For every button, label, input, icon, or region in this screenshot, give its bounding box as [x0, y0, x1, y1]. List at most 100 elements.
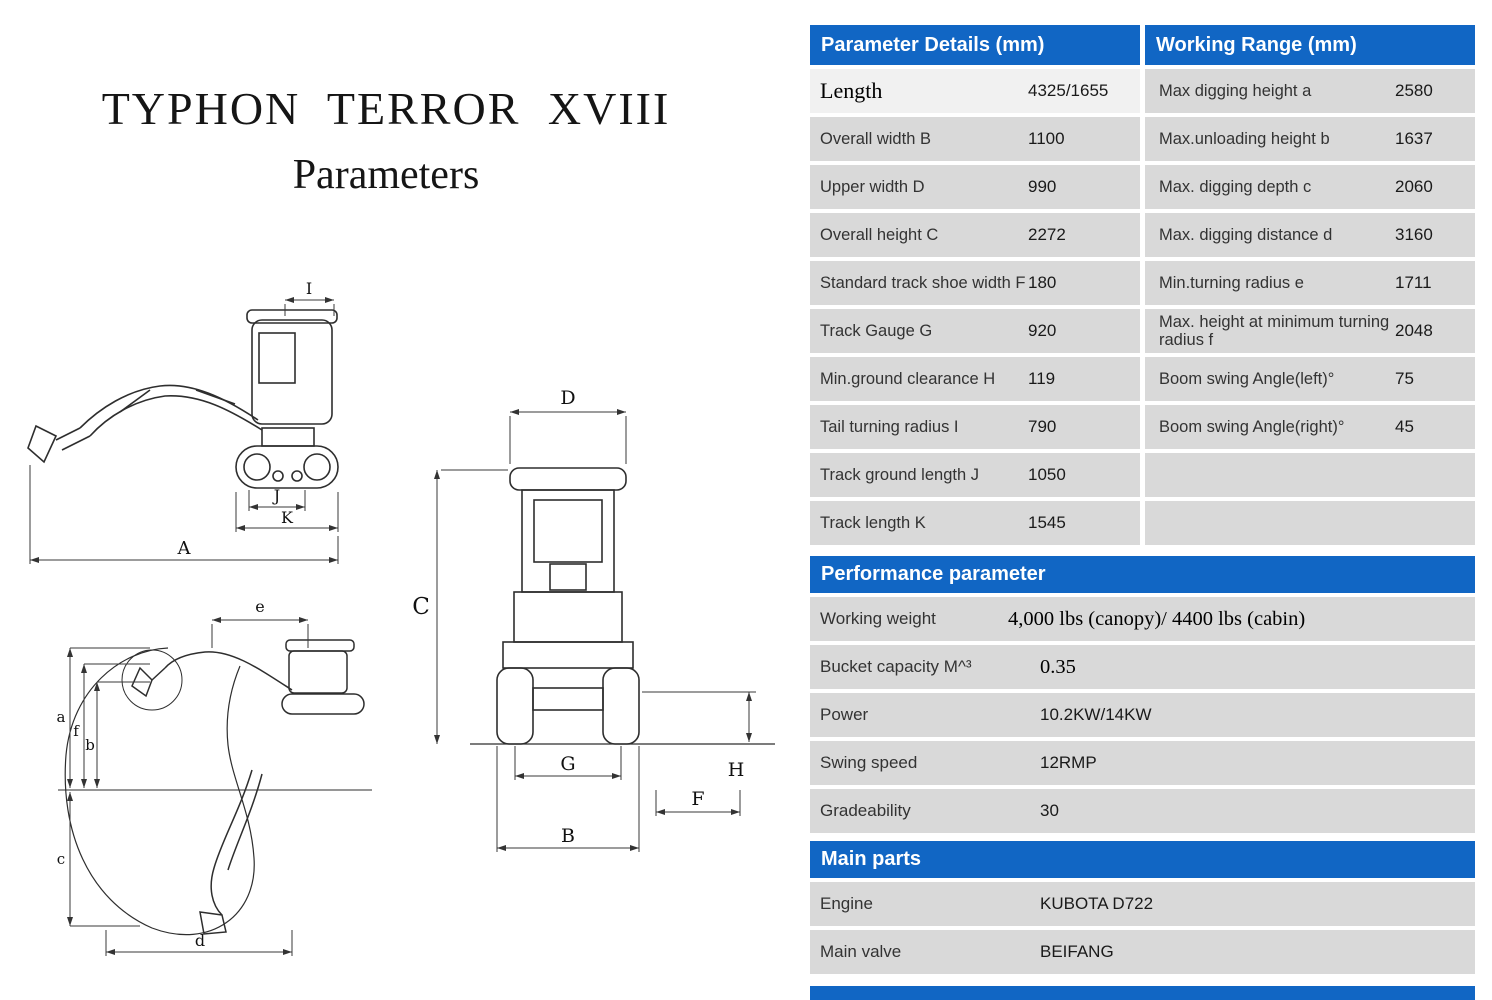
param-label: Tail turning radius I: [820, 417, 959, 436]
param-label: Gradeability: [820, 801, 911, 820]
cell-max-digging-depth: Max. digging depth c 2060: [1145, 165, 1475, 209]
cell-ground-clearance: Min.ground clearance H 119: [810, 357, 1140, 401]
dim-label-C: C: [412, 594, 430, 620]
table-row: Overall height C 2272 Max. digging dista…: [810, 213, 1475, 257]
table-row: Swing speed 12RMP: [810, 741, 1475, 785]
param-value: 45: [1395, 417, 1414, 436]
page-title: TYPHON TERROR XVIII Parameters: [30, 82, 742, 199]
dim-label-B: B: [561, 825, 575, 847]
param-value: 75: [1395, 369, 1414, 388]
param-label: Max. digging distance d: [1159, 225, 1333, 244]
param-value: 4,000 lbs (canopy)/ 4400 lbs (cabin): [1008, 607, 1306, 630]
header-working-range: Working Range (mm): [1145, 25, 1475, 65]
dim-label-e: e: [255, 597, 264, 616]
param-label: Boom swing Angle(left)°: [1159, 369, 1335, 388]
main-parts-header: Main parts: [810, 841, 1475, 878]
param-value: 1711: [1395, 273, 1432, 292]
cell-max-height-min-turning: Max. height at minimum turning radius f …: [1145, 309, 1475, 353]
table-row: Length 4325/1655 Max digging height a 25…: [810, 69, 1475, 113]
dim-label-G: G: [560, 753, 575, 775]
table-row: Upper width D 990 Max. digging depth c 2…: [810, 165, 1475, 209]
dim-label-I: I: [306, 279, 312, 298]
param-value: 3160: [1395, 225, 1433, 244]
param-value: KUBOTA D722: [1040, 894, 1154, 913]
dim-label-K: K: [281, 508, 294, 527]
param-value: 920: [1028, 321, 1057, 340]
param-value: 790: [1028, 417, 1057, 436]
param-label: Max. digging depth c: [1159, 177, 1312, 196]
param-label: Length: [820, 77, 883, 103]
performance-header: Performance parameter: [810, 556, 1475, 593]
param-value: 1050: [1028, 465, 1066, 484]
param-value: 12RMP: [1040, 753, 1097, 772]
cell-upper-width: Upper width D 990: [810, 165, 1140, 209]
param-label: Overall width B: [820, 129, 931, 148]
performance-table: Performance parameter Working weight 4,0…: [810, 556, 1475, 833]
param-label: Standard track shoe width F: [820, 273, 1026, 292]
table-row: Power 10.2KW/14KW: [810, 693, 1475, 737]
table-row: Track length K 1545: [810, 501, 1475, 545]
dim-label-F: F: [691, 788, 704, 810]
param-value: 990: [1028, 177, 1057, 196]
param-label: Main valve: [820, 942, 902, 961]
cell-max-unloading-height: Max.unloading height b 1637: [1145, 117, 1475, 161]
cell-length: Length 4325/1655: [810, 69, 1140, 113]
table-row: Gradeability 30: [810, 789, 1475, 833]
table-row: Standard track shoe width F 180 Min.turn…: [810, 261, 1475, 305]
cell-overall-height: Overall height C 2272: [810, 213, 1140, 257]
bottom-accent-bar: [810, 986, 1475, 1000]
dim-label-J: J: [272, 486, 280, 505]
main-parts-table: Main parts Engine KUBOTA D722 Main valve…: [810, 841, 1475, 974]
dim-label-a: a: [57, 708, 66, 726]
param-value: 1545: [1028, 513, 1066, 532]
table-row: Track ground length J 1050: [810, 453, 1475, 497]
dim-label-A: A: [177, 538, 192, 559]
param-label: Max digging height a: [1159, 81, 1312, 100]
cell-boom-swing-right: Boom swing Angle(right)° 45: [1145, 405, 1475, 449]
cell-track-shoe-width: Standard track shoe width F 180: [810, 261, 1140, 305]
page-title-line2: Parameters: [292, 152, 480, 198]
table-row: Bucket capacity M^³ 0.35: [810, 645, 1475, 689]
header-parameter-details: Parameter Details (mm): [810, 25, 1140, 65]
side-view-drawing: [27, 309, 339, 489]
param-label: Track length K: [820, 513, 926, 532]
param-value: 2048: [1395, 321, 1433, 340]
param-value: 2580: [1395, 81, 1433, 100]
parameter-table: Parameter Details (mm) Working Range (mm…: [810, 25, 1475, 545]
table-row: Main valve BEIFANG: [810, 930, 1475, 974]
cell-track-length: Track length K 1545: [810, 501, 1140, 545]
cell-empty: [1145, 501, 1475, 545]
page-title-line1: TYPHON TERROR XVIII: [101, 83, 671, 134]
param-label: Boom swing Angle(right)°: [1159, 417, 1345, 436]
cell-boom-swing-left: Boom swing Angle(left)° 75: [1145, 357, 1475, 401]
dim-label-f: f: [73, 722, 80, 740]
dim-label-H: H: [728, 759, 745, 781]
param-label: Working weight: [820, 609, 936, 628]
spec-panel: Parameter Details (mm) Working Range (mm…: [810, 0, 1475, 1000]
dimension-lines: [29, 297, 756, 956]
dim-label-D: D: [560, 387, 575, 409]
excavator-diagrams: I J K A D C G B F H e a f b c d: [27, 279, 775, 956]
param-value: 119: [1028, 369, 1056, 388]
param-label: Engine: [820, 894, 873, 913]
param-value: 4325/1655: [1028, 81, 1109, 100]
front-view-drawing: [470, 467, 775, 745]
dim-label-b: b: [85, 736, 95, 754]
cell-min-turning-radius: Min.turning radius e 1711: [1145, 261, 1475, 305]
param-label: Bucket capacity M^³: [820, 657, 972, 676]
param-label: Track ground length J: [820, 465, 979, 484]
dim-label-c: c: [57, 850, 65, 868]
cell-max-digging-height: Max digging height a 2580: [1145, 69, 1475, 113]
param-label: Max.unloading height b: [1159, 129, 1330, 148]
param-value: 0.35: [1040, 655, 1076, 678]
table-row: Engine KUBOTA D722: [810, 882, 1475, 926]
param-value: 2272: [1028, 225, 1066, 244]
param-label: Min.turning radius e: [1159, 273, 1304, 292]
table-row: Working weight 4,000 lbs (canopy)/ 4400 …: [810, 597, 1475, 641]
param-value: 1100: [1028, 129, 1065, 148]
dimension-labels: I J K A D C G B F H e a f b c d: [57, 279, 745, 950]
param-label: Upper width D: [820, 177, 925, 196]
param-label: Max. height at minimum turning radius f: [1159, 312, 1390, 349]
param-label: Swing speed: [820, 753, 918, 772]
cell-track-gauge: Track Gauge G 920: [810, 309, 1140, 353]
